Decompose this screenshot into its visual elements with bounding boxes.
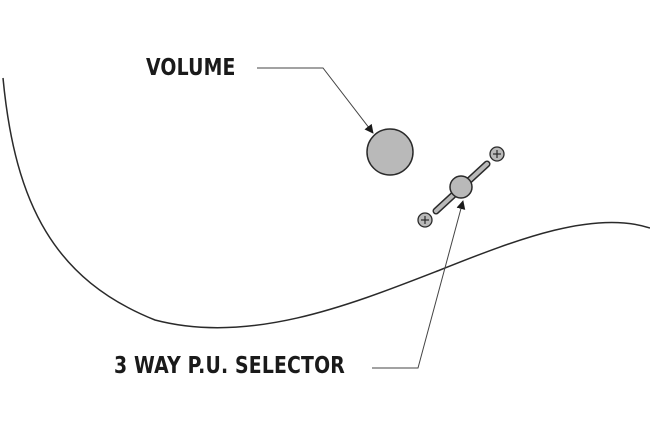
- volume-knob-icon: [366, 128, 414, 176]
- selector-label: 3 WAY P.U. SELECTOR: [114, 353, 345, 379]
- screw-icon: [489, 146, 505, 162]
- selector-leader-line: [372, 200, 466, 369]
- volume-leader-line: [257, 67, 374, 134]
- screw-icon: [417, 212, 433, 228]
- switch-lever-icon: [449, 175, 473, 199]
- volume-label: VOLUME: [146, 55, 236, 81]
- guitar-body-outline: [2, 77, 650, 329]
